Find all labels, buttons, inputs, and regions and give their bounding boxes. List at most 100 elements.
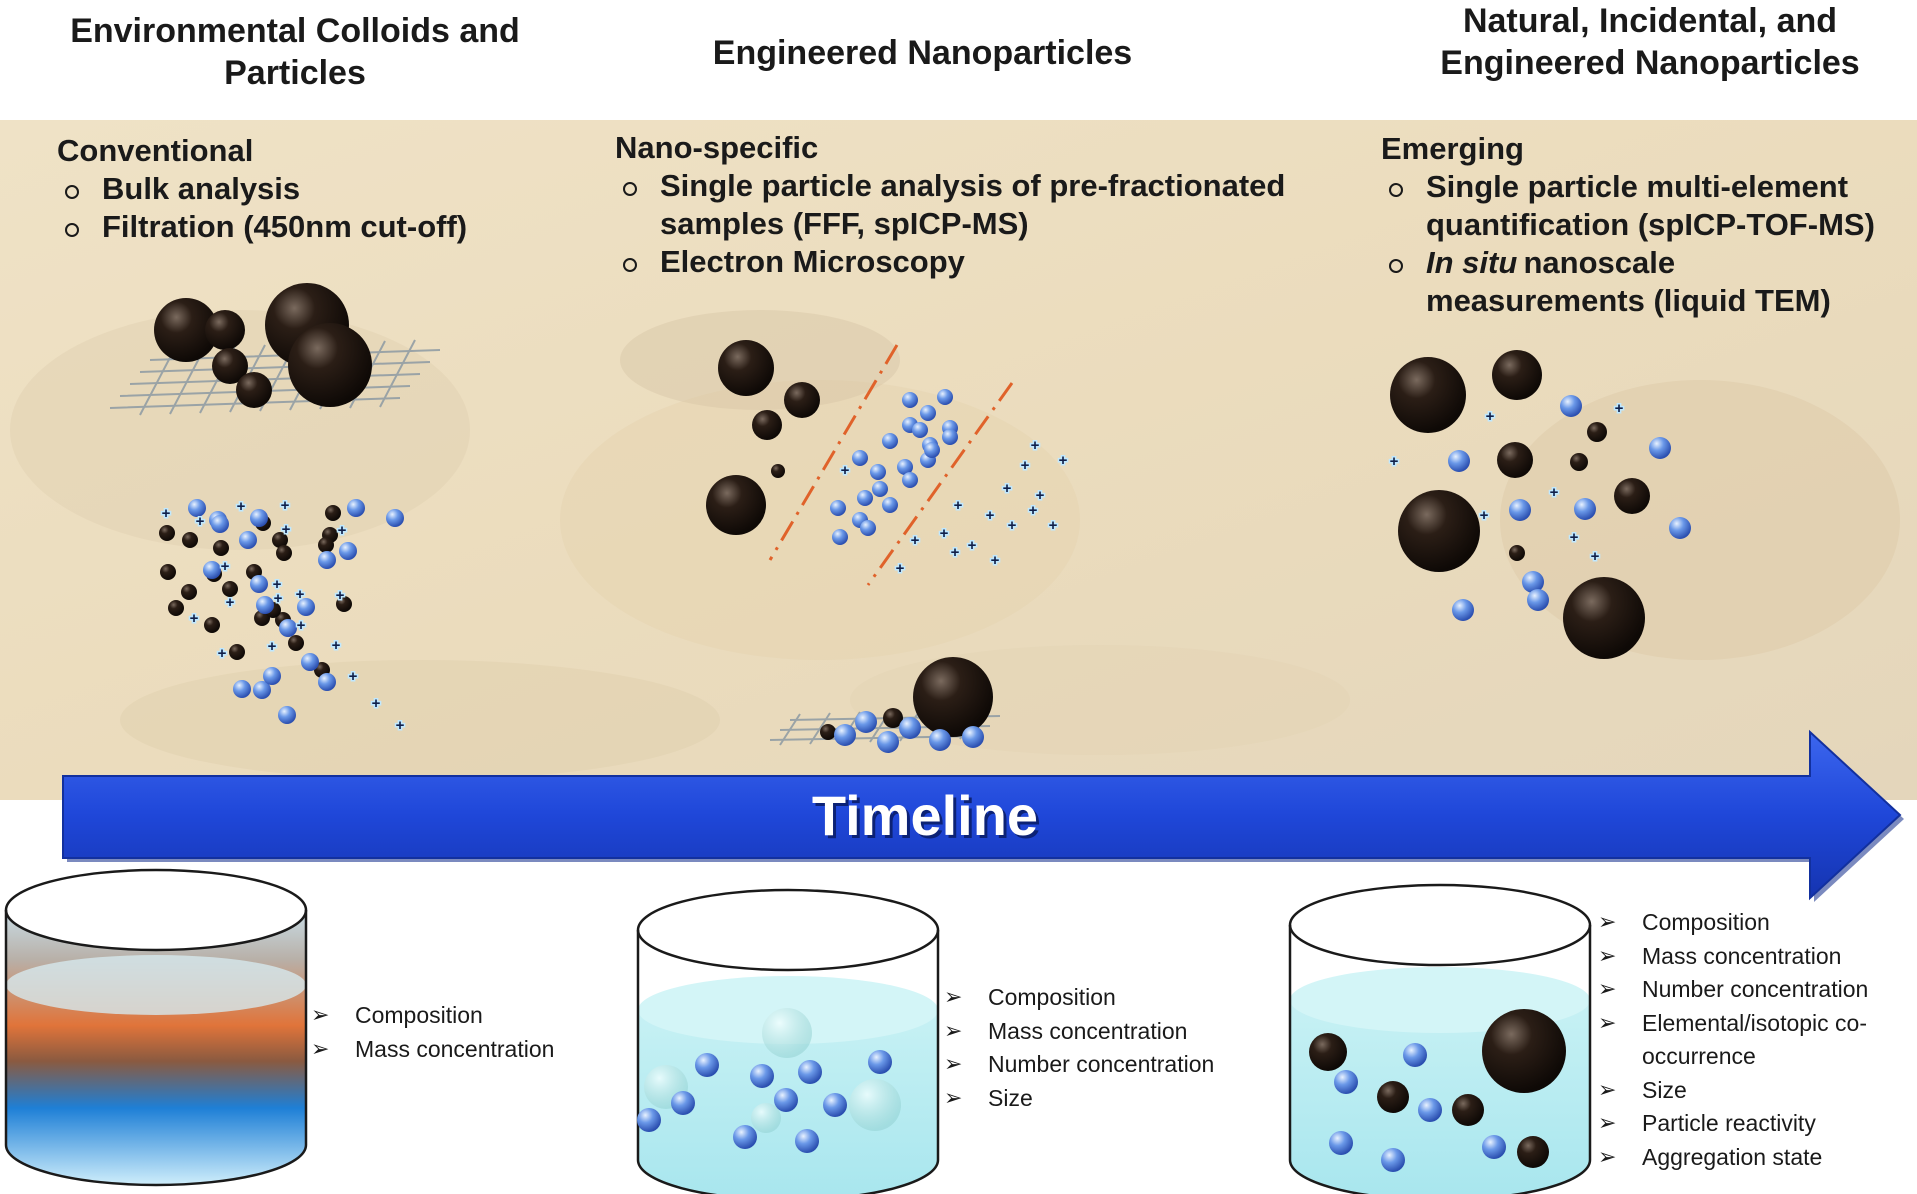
method-item: In situ nanoscale measurements (liquid T… [1381,244,1875,320]
panel-heading: Emerging [1381,131,1524,166]
ion-marker: + [221,558,230,575]
blue-particle [832,529,848,545]
multi-element-particle-cluster: +++++++ [1388,350,1691,659]
measurement-item: Size [944,1082,1214,1116]
method-item: Filtration (450nm cut-off) [57,208,467,246]
dark-particle [1614,478,1650,514]
measurement-item: Mass concentration [311,1033,554,1067]
large-particles-2 [706,340,820,535]
panel-heading: Conventional [57,133,254,168]
measurement-item: Particle reactivity [1598,1107,1868,1141]
measurement-list-3: Composition Mass concentration Number co… [1598,906,1868,1174]
method-list: Single particle multi-element quantifica… [1381,168,1875,320]
bulk-particles [154,283,372,408]
ion-marker: + [1591,548,1600,565]
dark-particle [1509,545,1525,561]
beaker-2 [636,888,940,1194]
ion-marker: + [281,497,290,514]
dark-particle [168,600,184,616]
era-title-line: Engineered Nanoparticles [712,34,1133,72]
measurement-item: Mass concentration [1598,940,1868,974]
blue-particle [857,490,873,506]
measurement-list-1: Composition Mass concentration [311,999,554,1066]
ion-marker: + [268,638,277,655]
ion-marker: + [1049,517,1058,534]
ion-marker: + [349,668,358,685]
ion-marker: + [940,525,949,542]
measurement-item: Number concentration [1598,973,1868,1007]
ion-marker: + [1031,437,1040,454]
dark-particle [288,635,304,651]
measurement-item: Composition [1598,906,1868,940]
fractionation-cut-lines [768,344,1014,586]
era-title-engineered-nanoparticles: Engineered Nanoparticles [650,32,1195,74]
blue-particle [902,472,918,488]
blue-particle [1448,450,1470,472]
blue-particle [318,673,336,691]
ion-marker: + [190,610,199,627]
blue-particle [872,481,888,497]
panel-nano-specific: Nano-specific Single particle analysis o… [615,129,1285,281]
ion-marker: + [991,552,1000,569]
method-item: Bulk analysis [57,170,467,208]
beaker-3 [1288,883,1592,1194]
method-item: Single particle multi-element quantifica… [1381,168,1875,244]
blue-particle [233,680,251,698]
blue-particle [211,515,229,533]
dark-particle [254,610,270,626]
blue-particle [1649,437,1671,459]
ion-marker: + [1008,517,1017,534]
dark-particle [336,596,352,612]
era-title-natural-incidental-engineered: Natural, Incidental, and Engineered Nano… [1380,0,1917,84]
dark-particle [325,505,341,521]
blue-particle [920,405,936,421]
ion-marker: + [1486,408,1495,425]
blue-particle [860,520,876,536]
dark-particle [1497,442,1533,478]
dark-particle [204,617,220,633]
panel-emerging: Emerging Single particle multi-element q… [1381,130,1875,320]
blue-particle [942,429,958,445]
ion-marker: + [296,586,305,603]
blue-particle [902,392,918,408]
ion-marker: + [282,521,291,538]
ion-marker: + [1480,507,1489,524]
panel-conventional: Conventional Bulk analysis Filtration (4… [57,132,467,246]
ion-marker: + [332,637,341,654]
blue-particle [253,681,271,699]
ion-marker: + [968,537,977,554]
method-list: Single particle analysis of pre-fraction… [615,167,1285,281]
blue-particle [882,433,898,449]
ion-marker: + [372,695,381,712]
dark-particle [1492,350,1542,400]
ion-marker: + [162,505,171,522]
ion-marker: + [1036,487,1045,504]
blue-particle [1452,599,1474,621]
blue-particle [882,497,898,513]
blue-particle [1574,498,1596,520]
mixed-particle-cluster-1: ++++++++++++++++++++ [159,496,406,736]
timeline-label: Timeline [811,784,1039,847]
measurement-item: Size [1598,1074,1868,1108]
blue-particle [852,450,868,466]
ion-marker: + [336,587,345,604]
ion-marker: + [841,462,850,479]
dark-particle [159,525,175,541]
measurement-item: Number concentration [944,1048,1214,1082]
method-item: Single particle analysis of pre-fraction… [615,167,1285,243]
ion-marker: + [274,590,283,607]
dark-particle [1587,422,1607,442]
blue-particle [339,542,357,560]
blue-particle [250,509,268,527]
blue-particle [301,653,319,671]
blue-particle [912,422,928,438]
em-grid-particles [820,657,993,753]
ion-marker: + [1570,529,1579,546]
ion-marker: + [896,560,905,577]
era-title-environmental-colloids: Environmental Colloids and Particles [40,10,550,94]
measurement-item: Aggregation state [1598,1141,1868,1175]
blue-particle [250,575,268,593]
dark-particle [318,537,334,553]
ion-marker: + [218,645,227,662]
